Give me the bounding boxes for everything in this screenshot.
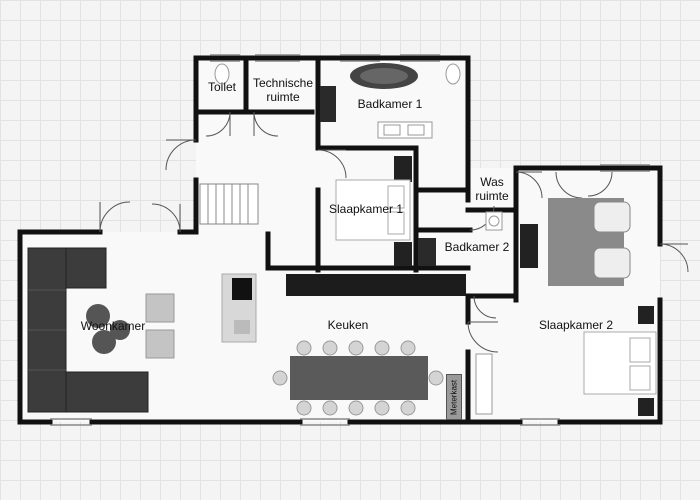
coffee-table [86,304,130,354]
room-label-badkamer-1: Badkamer 1 [357,97,423,111]
bed-slaapkamer-1 [335,179,411,241]
lounge-chairs [593,201,631,279]
sofa [27,247,149,413]
room-label-slaapkamer-1: Slaapkamer 1 [328,202,404,216]
bathtub [350,63,418,89]
room-label-slaapkamer-2: Slaapkamer 2 [538,318,614,332]
bed-slaapkamer-2 [583,331,657,395]
room-label-technische-ruimte: Technische ruimte [252,76,314,104]
nightstand-1 [638,306,654,324]
room-label-badkamer-2: Badkamer 2 [444,240,510,254]
walls [17,55,663,425]
nightstand-2 [638,398,654,416]
shower-drain [394,156,412,182]
wardrobe [520,224,538,268]
cabinet-dark [320,86,336,122]
room-label-toilet: Toilet [207,80,236,94]
room-label-was-ruimte: Was ruimte [475,175,509,203]
room-label-keuken: Keuken [327,318,369,332]
shower-drain-2 [394,242,412,266]
meterkast-label: Meterkast [446,374,462,420]
windows [50,54,650,426]
badkamer-2-cabinet [418,238,436,266]
room-label-woonkamer: Woonkamer [80,319,146,333]
dining-table [272,340,444,416]
cooktop [232,278,252,300]
kitchen-sink [234,320,250,334]
doors [99,111,689,353]
bathroom-cabinet-2 [475,353,493,415]
double-sink [377,121,433,139]
armchairs [145,293,175,359]
staircase [199,183,259,225]
washing-machine [485,211,503,231]
toilet-fixtures [214,63,461,85]
kitchen-counter [286,274,466,296]
